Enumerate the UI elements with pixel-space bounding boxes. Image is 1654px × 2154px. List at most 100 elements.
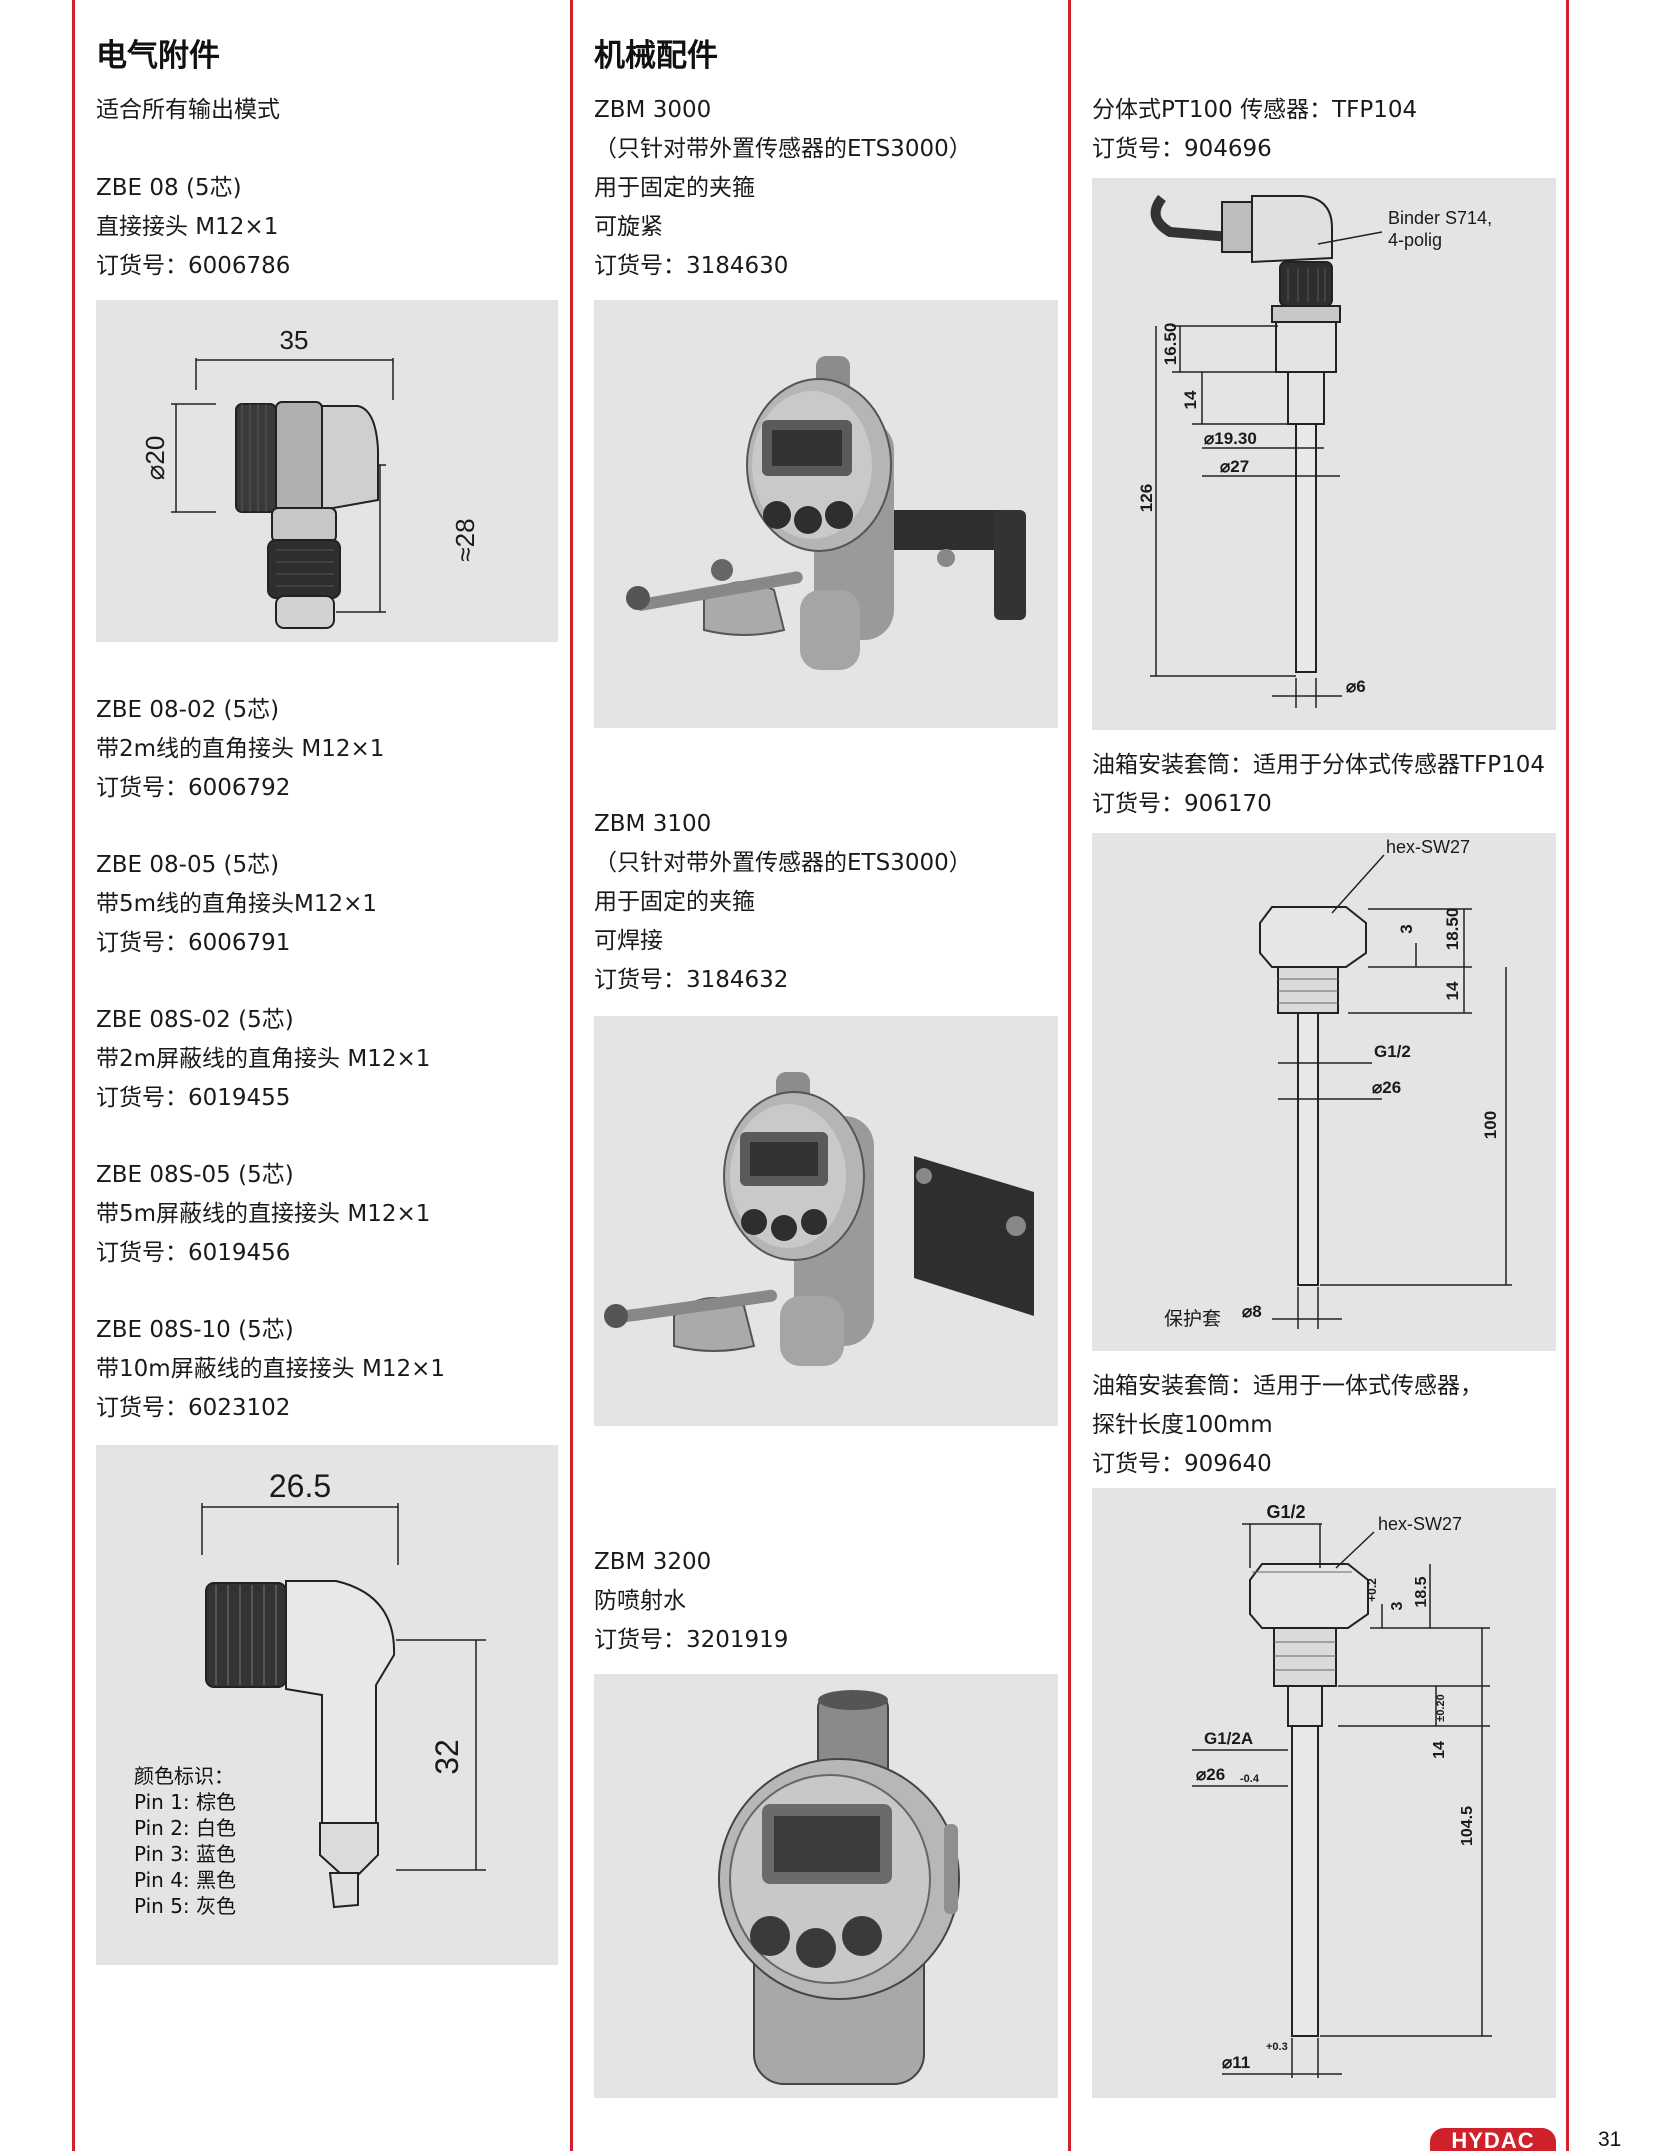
order-number: 订货号：6019455 xyxy=(96,1085,291,1111)
sleeve-label: 保护套 xyxy=(1164,1308,1221,1330)
left-border-line xyxy=(72,0,75,2151)
dim-label: ⌀26 xyxy=(1372,1078,1401,1097)
product-desc: 带2m线的直角接头 M12×1 xyxy=(96,736,385,762)
order-number: 订货号：6006786 xyxy=(96,253,291,279)
dim-label: 126 xyxy=(1137,484,1156,512)
pt100-sensor-drawing-panel: Binder S714, 4-polig 16.50 14 126 ⌀19.30… xyxy=(1092,178,1556,730)
tolerance-label: +0.2 xyxy=(1365,1578,1379,1602)
dim-label: 14 xyxy=(1181,390,1200,409)
product-desc: 带2m屏蔽线的直角接头 M12×1 xyxy=(96,1046,431,1072)
column-divider-2 xyxy=(1068,0,1071,2151)
brand-logo: HYDAC xyxy=(1430,2128,1556,2153)
order-number: 订货号：909640 xyxy=(1092,1451,1272,1477)
pin-entry: Pin 4: 黑色 xyxy=(134,1868,237,1892)
pin-color-legend: 颜色标识： Pin 1: 棕色 Pin 2: 白色 Pin 3: 蓝色 Pin … xyxy=(134,1763,236,1919)
order-number: 订货号：6023102 xyxy=(96,1395,291,1421)
product-code: ZBM 3200 xyxy=(594,1549,712,1575)
legend-title: 颜色标识： xyxy=(134,1764,234,1788)
cable-connector-drawing: 26.5 32 xyxy=(201,1468,486,1909)
tolerance-label: +0.3 xyxy=(1266,2041,1288,2053)
dim-label: 100 xyxy=(1481,1111,1500,1139)
dim-label: 14 xyxy=(1431,1741,1448,1759)
pole-count-label: 4-polig xyxy=(1388,230,1442,250)
order-number: 订货号：3184632 xyxy=(594,967,789,993)
dim-label: ⌀19.30 xyxy=(1204,429,1257,448)
product-desc: 带10m屏蔽线的直接接头 M12×1 xyxy=(96,1356,445,1382)
connector-type-label: Binder S714, xyxy=(1388,208,1492,228)
order-number: 订货号：3184630 xyxy=(594,253,789,279)
thread-label: G1/2A xyxy=(1204,1729,1253,1748)
product-code: ZBE 08-02 (5芯) xyxy=(96,697,280,723)
product-code: ZBE 08S-05 (5芯) xyxy=(96,1162,294,1188)
product-code: ZBE 08S-10 (5芯) xyxy=(96,1317,294,1343)
order-number: 订货号：6006792 xyxy=(96,775,291,801)
clamp-render-zbm3100 xyxy=(604,1072,1034,1366)
tank-sleeve-drawing-906170: hex-SW27 3 18.50 14 G1/2 ⌀26 100 保护套 ⌀8 xyxy=(1164,837,1512,1330)
dim-label: 18.5 xyxy=(1413,1576,1430,1607)
product-desc: 可旋紧 xyxy=(594,214,663,240)
product-code: ZBM 3100 xyxy=(594,811,712,837)
product-code: ZBM 3000 xyxy=(594,97,712,123)
tolerance-label: ±0.20 xyxy=(1435,1694,1447,1721)
dim-label: ⌀27 xyxy=(1220,457,1249,476)
order-number: 订货号：6019456 xyxy=(96,1240,291,1266)
dim-label: 14 xyxy=(1443,981,1462,1000)
clamp-render-zbm3000 xyxy=(626,356,1026,670)
product-desc: （只针对带外置传感器的ETS3000） xyxy=(594,136,972,162)
section-heading-electrical: 电气附件 xyxy=(96,38,220,74)
section-heading-mechanical: 机械配件 xyxy=(594,38,718,74)
angled-connector-drawing: 35 ⌀20 ≈28 xyxy=(140,325,480,629)
order-number: 订货号：3201919 xyxy=(594,1627,789,1653)
product-code: ZBE 08S-02 (5芯) xyxy=(96,1007,294,1033)
dim-label: ⌀26 xyxy=(1196,1765,1225,1784)
product-desc: 用于固定的夹箍 xyxy=(594,889,755,915)
hex-size-label: hex-SW27 xyxy=(1378,1514,1462,1534)
dim-label: 3 xyxy=(1397,924,1416,933)
product-desc: （只针对带外置传感器的ETS3000） xyxy=(594,850,972,876)
dim-length-label: 32 xyxy=(429,1739,465,1775)
dim-width-label: 26.5 xyxy=(269,1468,331,1504)
tank-sleeve-drawing-panel-909640: G1/2 hex-SW27 +0.2 3 18.5 G1/2A ⌀26 -0.4… xyxy=(1092,1488,1556,2098)
product-desc: 带5m线的直角接头M12×1 xyxy=(96,891,378,917)
tolerance-label: -0.4 xyxy=(1240,1773,1260,1785)
column-divider-1 xyxy=(570,0,573,2151)
product-code: ZBE 08-05 (5芯) xyxy=(96,852,280,878)
thread-top-label: G1/2 xyxy=(1266,1502,1305,1522)
splash-cover-photo-panel-zbm3200 xyxy=(594,1674,1058,2098)
order-number: 订货号：6006791 xyxy=(96,930,291,956)
pin-entry: Pin 2: 白色 xyxy=(134,1816,237,1840)
product-desc: 带5m屏蔽线的直接接头 M12×1 xyxy=(96,1201,431,1227)
clamp-photo-panel-zbm3000 xyxy=(594,300,1058,728)
product-desc: 用于固定的夹箍 xyxy=(594,175,755,201)
dim-label: 16.50 xyxy=(1161,323,1180,366)
intro-text: 适合所有输出模式 xyxy=(96,97,280,123)
splash-cover-render-zbm3200 xyxy=(718,1690,960,2085)
dim-label: 104.5 xyxy=(1459,1806,1476,1846)
pt100-sensor-drawing: Binder S714, 4-polig 16.50 14 126 ⌀19.30… xyxy=(1137,194,1492,708)
order-number: 订货号：906170 xyxy=(1092,791,1272,817)
dim-width-label: 35 xyxy=(280,325,309,355)
thread-label: G1/2 xyxy=(1374,1042,1411,1061)
dim-label: ⌀6 xyxy=(1346,677,1366,696)
order-number: 订货号：904696 xyxy=(1092,136,1272,162)
pin-entry: Pin 1: 棕色 xyxy=(134,1790,237,1814)
product-desc: 探针长度100mm xyxy=(1092,1412,1273,1438)
dim-diameter-label: ⌀20 xyxy=(140,436,170,481)
connector-drawing-panel: 35 ⌀20 ≈28 xyxy=(96,300,558,642)
dim-label: ⌀8 xyxy=(1242,1302,1262,1321)
tank-sleeve-drawing-panel-906170: hex-SW27 3 18.50 14 G1/2 ⌀26 100 保护套 ⌀8 xyxy=(1092,833,1556,1351)
clamp-photo-panel-zbm3100 xyxy=(594,1016,1058,1426)
product-desc: 油箱安装套筒：适用于一体式传感器， xyxy=(1092,1373,1483,1399)
product-desc: 防喷射水 xyxy=(594,1588,686,1614)
product-desc: 分体式PT100 传感器：TFP104 xyxy=(1092,97,1418,123)
pin-entry: Pin 5: 灰色 xyxy=(134,1894,237,1918)
dim-label: 18.50 xyxy=(1443,908,1462,951)
cable-connector-drawing-panel: 26.5 32 颜色标识： Pin 1: 棕色 Pin 2: 白色 Pin 3:… xyxy=(96,1445,558,1965)
page-number: 31 xyxy=(1598,2128,1622,2151)
product-desc: 油箱安装套筒：适用于分体式传感器TFP104 xyxy=(1092,752,1546,778)
hex-size-label: hex-SW27 xyxy=(1386,837,1470,857)
product-code: ZBE 08 (5芯) xyxy=(96,175,242,201)
product-desc: 直接接头 M12×1 xyxy=(96,214,279,240)
tank-sleeve-drawing-909640: G1/2 hex-SW27 +0.2 3 18.5 G1/2A ⌀26 -0.4… xyxy=(1192,1502,1492,2078)
dim-label: ⌀11 xyxy=(1222,2053,1250,2072)
